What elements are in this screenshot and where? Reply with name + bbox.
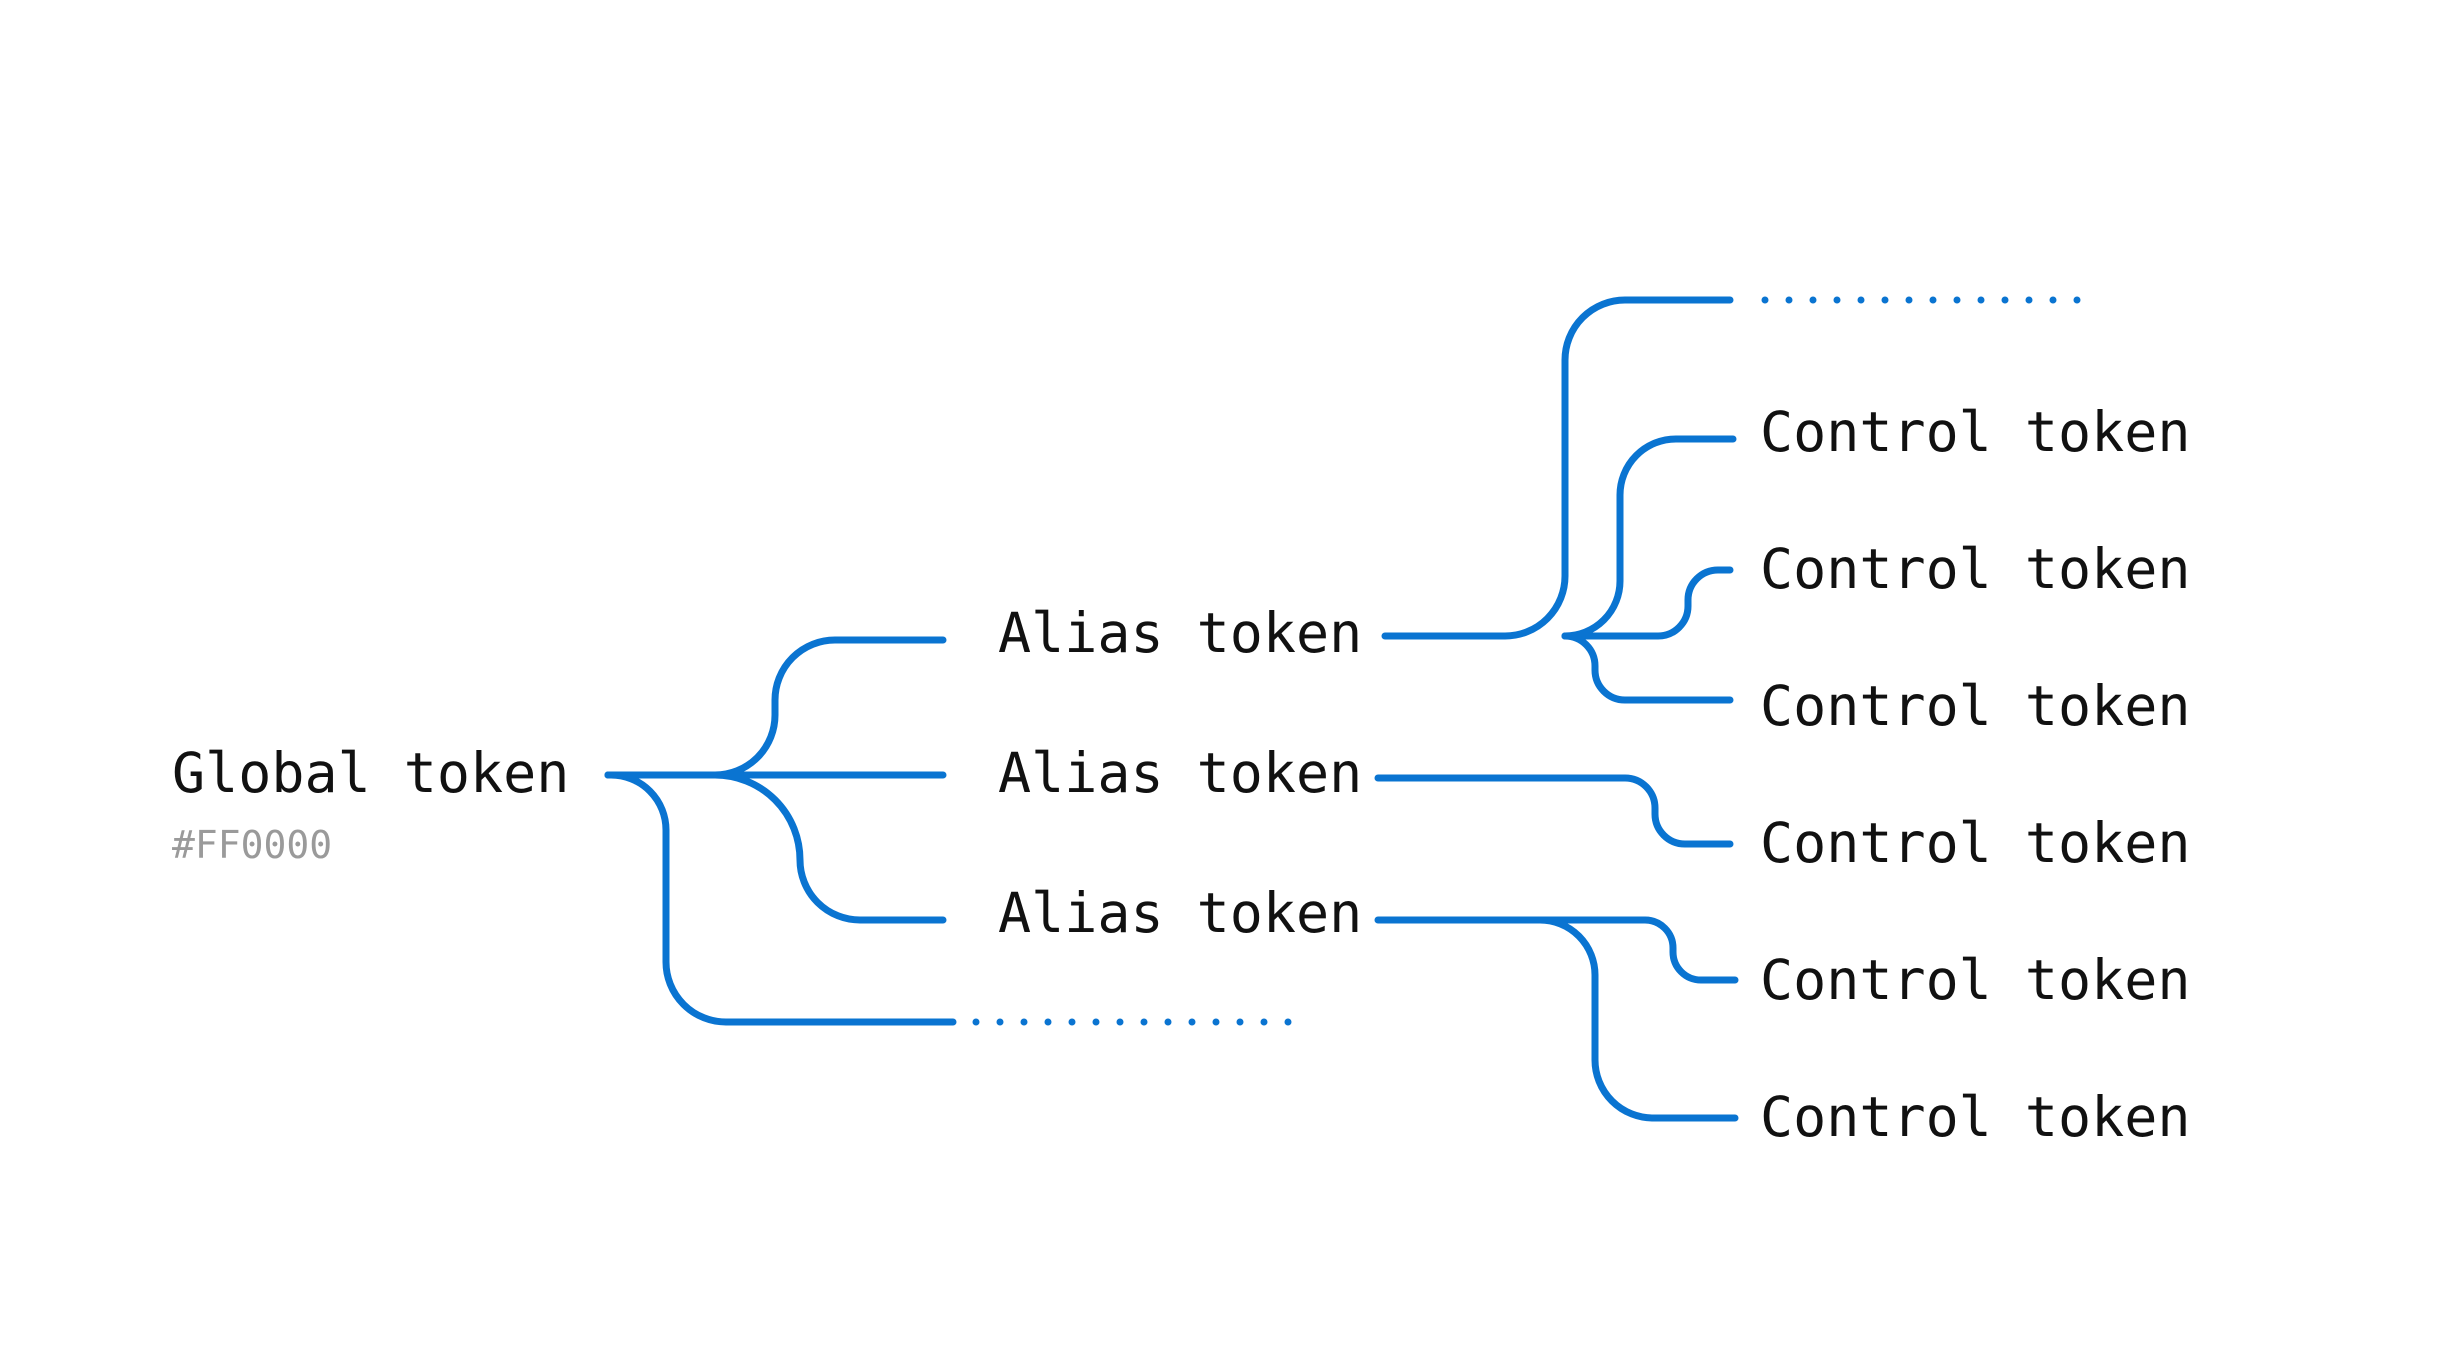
connector-alias-1-to-control-3 — [1561, 632, 1734, 704]
alias-3-connectors — [1374, 916, 1739, 1122]
connector-alias-1-to-control-1 — [1561, 435, 1737, 640]
connector-alias-2-to-control-4 — [1374, 774, 1734, 848]
alias-nodes: Alias token Alias token Alias token — [998, 601, 1362, 945]
alias-token-label: Alias token — [998, 881, 1362, 945]
connector-global-to-more — [604, 771, 957, 1026]
connector-global-to-alias-3 — [711, 771, 947, 924]
control-token-label: Control token — [1760, 811, 2190, 875]
connector-alias-3-to-control-5 — [1374, 916, 1739, 984]
global-token-label: Global token — [172, 741, 569, 805]
connector-alias-3-to-control-6 — [1536, 916, 1739, 1122]
control-token-label: Control token — [1760, 1085, 2190, 1149]
control-token-label: Control token — [1760, 674, 2190, 738]
connector-global-to-alias-1 — [604, 636, 947, 779]
connector-alias-1-to-control-2 — [1561, 566, 1734, 640]
connector-alias-1-to-more — [1381, 296, 1734, 640]
alias-1-connectors — [1381, 296, 2086, 704]
alias-token-label: Alias token — [998, 741, 1362, 805]
global-node: Global token #FF0000 — [172, 741, 569, 867]
control-token-label: Control token — [1760, 400, 2190, 464]
alias-token-label: Alias token — [998, 601, 1362, 665]
control-nodes: Control token Control token Control toke… — [1760, 400, 2190, 1149]
control-token-label: Control token — [1760, 948, 2190, 1012]
control-token-label: Control token — [1760, 537, 2190, 601]
global-token-value: #FF0000 — [172, 823, 332, 867]
alias-2-connectors — [1374, 774, 1734, 848]
global-connectors — [604, 636, 1294, 1026]
